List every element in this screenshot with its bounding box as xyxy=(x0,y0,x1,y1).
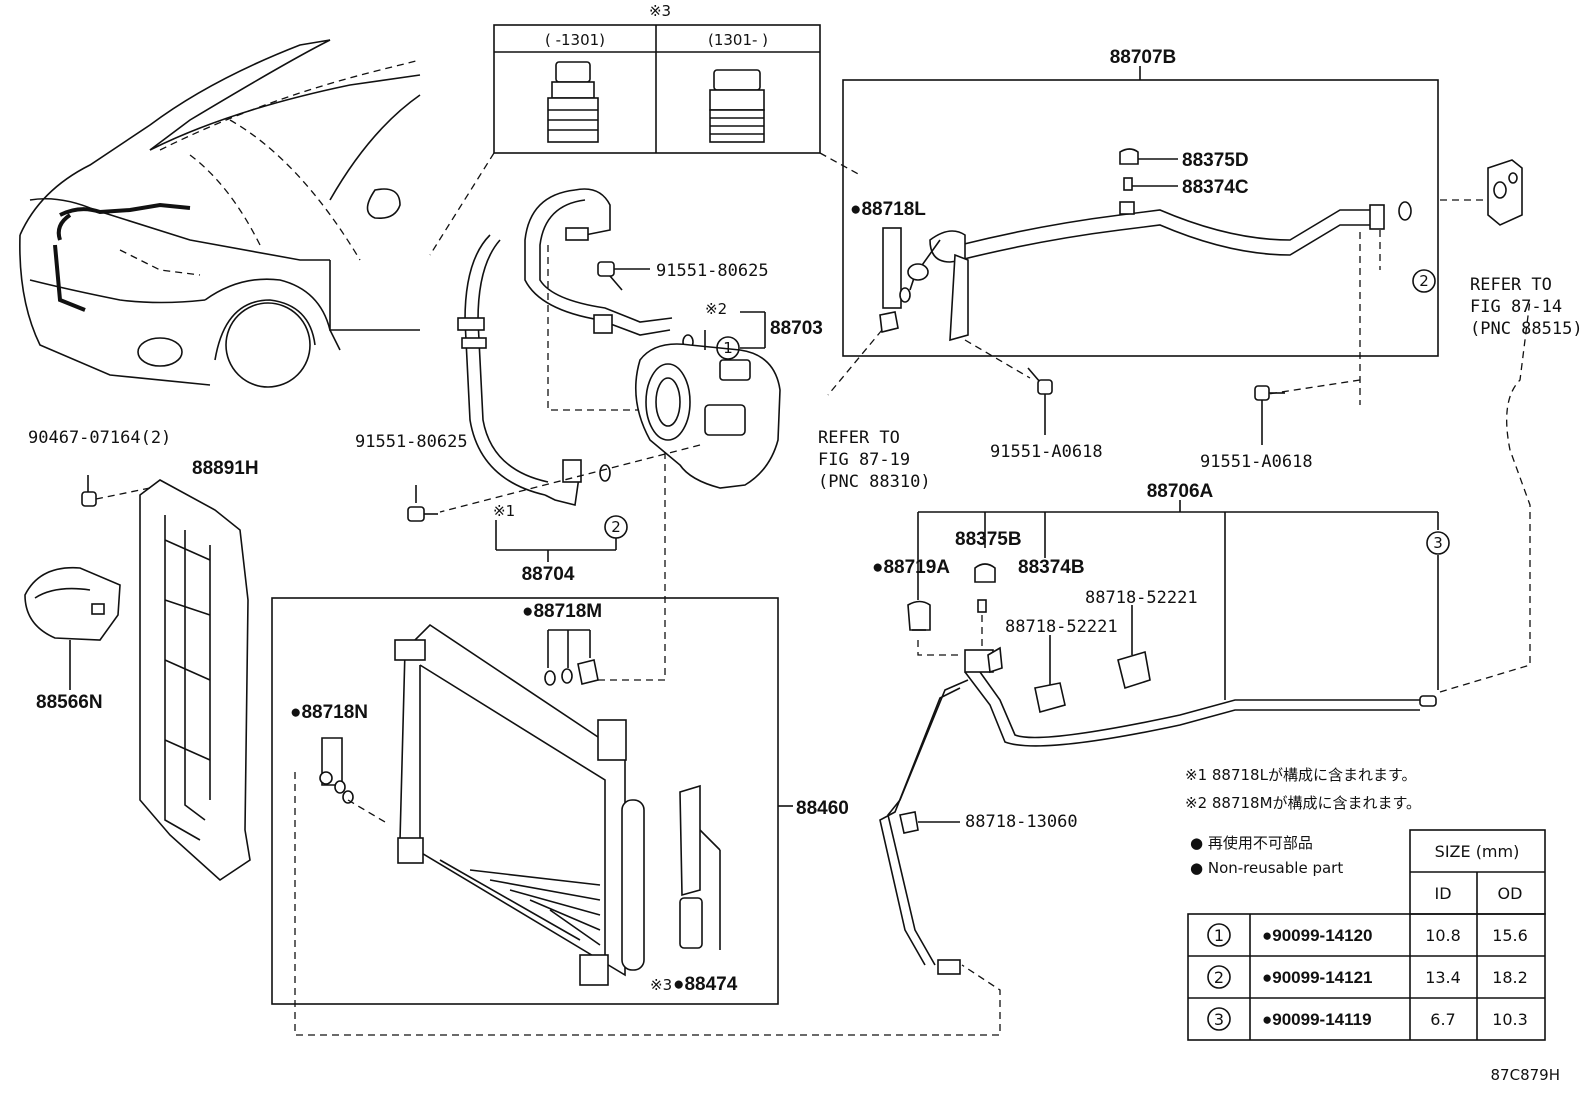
size-row-2: 2 ●90099-14121 13.4 18.2 xyxy=(1207,965,1528,989)
note-4: ● Non-reusable part xyxy=(1190,859,1343,877)
svg-text:3: 3 xyxy=(1214,1010,1224,1029)
callout-2-compressor: 2 xyxy=(604,515,628,539)
label-88706A: 88706A xyxy=(1147,481,1214,502)
label-88719A: ●88719A xyxy=(872,557,950,578)
size-table: SIZE (mm) ID OD 1 ●90099-14120 10.8 15.6… xyxy=(1187,829,1546,1041)
size-col-od: OD xyxy=(1498,884,1523,903)
refer-to-87-14: REFER TO FIG 87-14 (PNC 88515) xyxy=(1470,275,1583,339)
label-91551-A0618-right: 91551-A0618 xyxy=(1200,452,1313,472)
refer2-line1: REFER TO xyxy=(1470,275,1552,295)
label-88474-note: ※3 xyxy=(650,976,672,994)
expansion-valve xyxy=(1487,159,1523,226)
svg-text:10.3: 10.3 xyxy=(1492,1010,1528,1029)
connector-col2-label: (1301- ) xyxy=(708,31,768,49)
svg-text:●90099-14120: ●90099-14120 xyxy=(1262,926,1372,945)
connector-old-icon xyxy=(547,61,599,143)
svg-text:2: 2 xyxy=(611,518,621,536)
svg-text:2: 2 xyxy=(1419,272,1429,290)
label-88718N: ●88718N xyxy=(290,702,368,723)
label-88718-13060: 88718-13060 xyxy=(965,812,1078,832)
car-outline xyxy=(19,39,421,388)
callout-2-88707B: 2 xyxy=(1412,269,1436,293)
refer2-line3: (PNC 88515) xyxy=(1470,319,1583,339)
connector-new-icon xyxy=(709,69,765,143)
label-88704: 88704 xyxy=(522,564,575,585)
label-88566N: 88566N xyxy=(36,692,103,713)
connector-col1-label: ( -1301) xyxy=(545,31,605,49)
bolt-91551-A0618-right xyxy=(1254,385,1285,445)
label-note1-mark: ※1 xyxy=(493,502,515,520)
callout-3: 3 xyxy=(1426,531,1450,555)
condenser-box-88460 xyxy=(271,597,1001,1036)
label-88375D: 88375D xyxy=(1182,150,1249,171)
label-88891H: 88891H xyxy=(192,458,259,479)
label-88374C: 88374C xyxy=(1182,177,1249,198)
air-duct-88566N xyxy=(24,566,121,690)
label-88718-52221-a: 88718-52221 xyxy=(1085,588,1198,608)
label-88718L: ●88718L xyxy=(850,199,926,220)
compressor xyxy=(439,343,781,513)
label-note2-mark: ※2 xyxy=(705,300,727,318)
liquid-pipe-88706A xyxy=(879,299,1531,975)
label-88374B: 88374B xyxy=(1018,557,1085,578)
label-88707B: 88707B xyxy=(1110,47,1177,68)
note-1: ※1 88718Lが構成に含まれます。 xyxy=(1185,766,1416,784)
note-2: ※2 88718Mが構成に含まれます。 xyxy=(1185,794,1421,812)
size-col-id: ID xyxy=(1434,884,1451,903)
svg-text:●90099-14121: ●90099-14121 xyxy=(1262,968,1372,987)
notes: ※1 88718Lが構成に含まれます。 ※2 88718Mが構成に含まれます。 … xyxy=(1185,766,1421,877)
radiator-shroud-88891H xyxy=(81,475,251,882)
label-91551-80625-upper: 91551-80625 xyxy=(656,261,769,281)
svg-text:1: 1 xyxy=(1214,926,1224,945)
svg-text:6.7: 6.7 xyxy=(1430,1010,1455,1029)
svg-text:1: 1 xyxy=(723,339,733,357)
bolt-91551-A0618-left xyxy=(1027,367,1053,435)
refer1-line2: FIG 87-19 xyxy=(818,450,910,470)
bolt-91551-80625-lower xyxy=(407,485,438,522)
diagram-code: 87C879H xyxy=(1491,1066,1560,1084)
refer2-line2: FIG 87-14 xyxy=(1470,297,1562,317)
label-88474: ●88474 xyxy=(673,974,738,995)
size-row-3: 3 ●90099-14119 6.7 10.3 xyxy=(1207,1007,1528,1031)
svg-text:10.8: 10.8 xyxy=(1425,926,1461,945)
label-88460: 88460 xyxy=(796,798,849,819)
size-row-1: 1 ●90099-14120 10.8 15.6 xyxy=(1207,923,1528,947)
label-90467-07164: 90467-07164(2) xyxy=(28,428,171,448)
svg-text:3: 3 xyxy=(1433,534,1443,552)
svg-text:15.6: 15.6 xyxy=(1492,926,1528,945)
refer1-line1: REFER TO xyxy=(818,428,900,448)
note-3: ● 再使用不可部品 xyxy=(1190,834,1313,852)
discharge-hoses xyxy=(457,188,694,681)
label-91551-A0618-left: 91551-A0618 xyxy=(990,442,1103,462)
refer-to-87-19: REFER TO FIG 87-19 (PNC 88310) xyxy=(818,428,931,492)
refer1-line3: (PNC 88310) xyxy=(818,472,931,492)
svg-text:18.2: 18.2 xyxy=(1492,968,1528,987)
svg-text:2: 2 xyxy=(1214,968,1224,987)
bolt-91551-80625-upper xyxy=(597,261,650,291)
callout-1: 1 xyxy=(704,330,740,360)
suction-hose-box-88707B xyxy=(827,66,1490,405)
connector-variants-box: ※3 ( -1301) (1301- ) xyxy=(429,2,861,256)
part-labels: 88707B 88375D 88374C ●88718L 91551-80625… xyxy=(28,47,1313,995)
svg-text:13.4: 13.4 xyxy=(1425,968,1461,987)
bracket-lines xyxy=(495,311,766,562)
size-header: SIZE (mm) xyxy=(1435,842,1520,861)
connector-note-mark: ※3 xyxy=(649,2,671,20)
label-88703: 88703 xyxy=(770,318,823,339)
svg-text:●90099-14119: ●90099-14119 xyxy=(1262,1010,1372,1029)
label-88718-52221-b: 88718-52221 xyxy=(1005,617,1118,637)
label-88718M: ●88718M xyxy=(522,601,602,622)
label-91551-80625-lower: 91551-80625 xyxy=(355,432,468,452)
label-88375B: 88375B xyxy=(955,529,1022,550)
